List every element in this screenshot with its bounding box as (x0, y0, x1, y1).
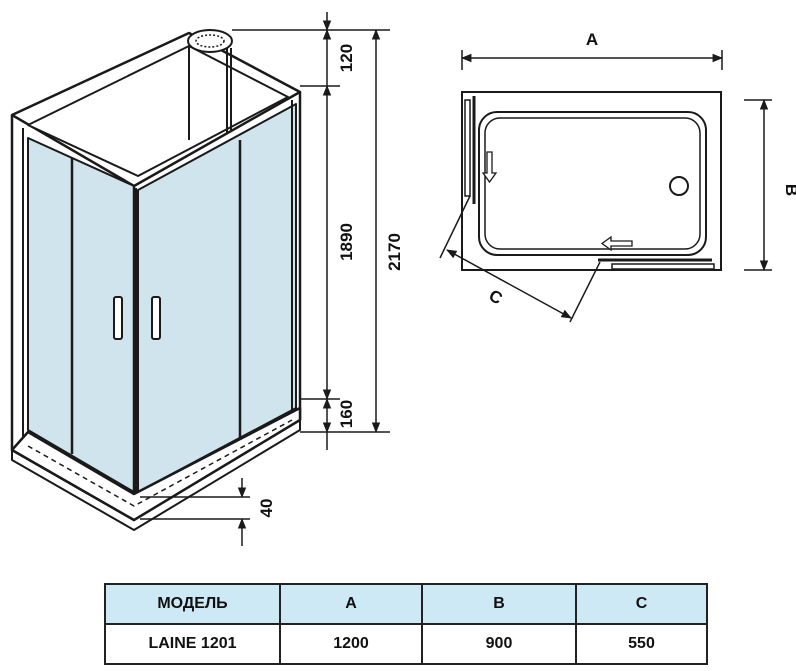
header-c: C (575, 583, 708, 625)
arrow-left-icon (600, 235, 633, 252)
spec-table: МОДЕЛЬ A B C LAINE 1201 1200 900 550 (104, 583, 708, 665)
cell-model: LAINE 1201 (104, 623, 281, 665)
plan-view (439, 50, 772, 323)
dim-label-160: 160 (337, 400, 356, 428)
dim-label-120: 120 (337, 44, 356, 72)
table-header-row: МОДЕЛЬ A B C (104, 583, 708, 625)
dim-label-c: C (486, 286, 506, 309)
dim-label-40: 40 (257, 499, 276, 518)
door-handle-right (151, 296, 161, 340)
cabin-3d-view (10, 29, 302, 531)
dim-label-a: A (586, 30, 598, 49)
plan-tray-outline (461, 91, 722, 271)
drain-icon (669, 176, 689, 196)
header-a: A (279, 583, 423, 625)
table-row: LAINE 1201 1200 900 550 (104, 623, 708, 665)
shower-cabin-drawing: 120 1890 2170 160 40 A B C (10, 12, 796, 546)
cell-c: 550 (575, 623, 708, 665)
dim-label-b: B (782, 184, 796, 196)
dim-label-2170: 2170 (385, 233, 404, 271)
arrow-down-icon (481, 151, 498, 184)
height-dimensions (140, 12, 390, 546)
header-model: МОДЕЛЬ (104, 583, 281, 625)
door-handle-left (113, 296, 123, 340)
cell-b: 900 (421, 623, 577, 665)
cell-a: 1200 (279, 623, 423, 665)
glass-panel-side (137, 103, 297, 493)
header-b: B (421, 583, 577, 625)
dim-label-1890: 1890 (337, 223, 356, 261)
